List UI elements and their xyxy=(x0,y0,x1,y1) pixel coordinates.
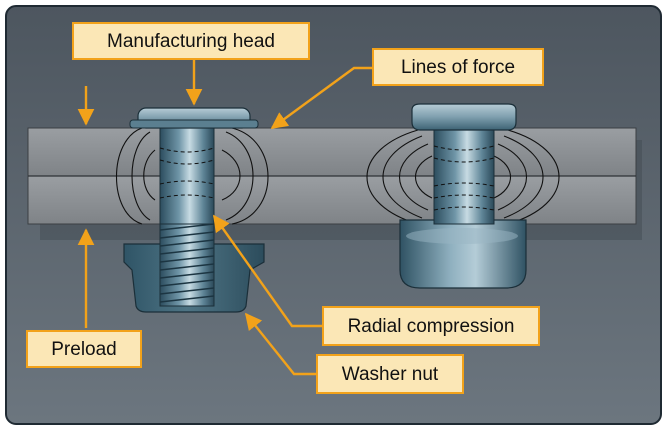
washer-nut-label: Washer nut xyxy=(316,354,464,394)
leader-lines xyxy=(77,56,374,376)
left-fastener xyxy=(116,107,269,313)
lines-of-force-label: Lines of force xyxy=(372,48,544,86)
radial-compression-leader xyxy=(213,214,326,328)
collar-highlight xyxy=(406,228,518,244)
left-lines-of-force xyxy=(116,127,269,225)
manufacturing-head-label: Manufacturing head xyxy=(72,22,310,60)
preload-label: Preload xyxy=(26,330,142,368)
washer-nut-leader xyxy=(244,312,318,376)
right-lines-of-force xyxy=(366,129,560,225)
head-flange xyxy=(129,119,259,129)
lines-of-force-leader xyxy=(270,66,374,129)
lower-plate xyxy=(27,175,637,225)
right-fastener xyxy=(366,103,560,289)
right-compression-dashes xyxy=(433,145,495,211)
radial-compression-label: Radial compression xyxy=(322,306,540,346)
right-shank xyxy=(433,123,495,225)
upper-plate xyxy=(27,127,637,177)
right-head xyxy=(411,103,517,131)
threaded-shank xyxy=(159,221,215,307)
threads xyxy=(159,223,215,303)
bolt-shank xyxy=(159,123,215,225)
left-compression-dashes xyxy=(159,147,215,199)
